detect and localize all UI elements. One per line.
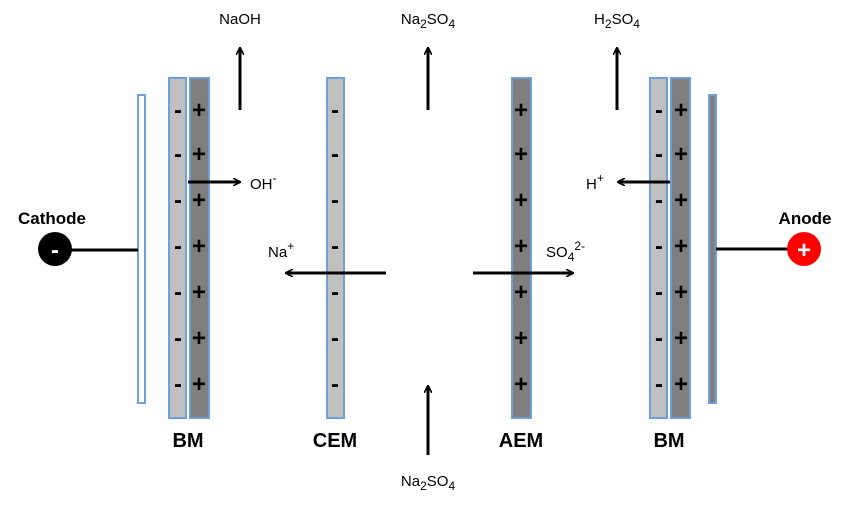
negative-charge: -: [174, 233, 182, 260]
negative-charge: -: [174, 371, 182, 398]
cathode: - Cathode: [18, 209, 138, 266]
negative-charge: -: [331, 325, 339, 352]
bm-left-positive-charges: + + + + + + +: [192, 97, 206, 398]
positive-charge: +: [674, 279, 688, 306]
h-ion-label: H+: [586, 171, 604, 193]
so4-ion-label: SO42-: [546, 239, 585, 264]
negative-charge: -: [331, 371, 339, 398]
negative-charge: -: [655, 325, 663, 352]
cation-exchange-membrane: - - - - - - -: [326, 77, 345, 419]
positive-charge: +: [514, 325, 528, 352]
bipolar-membrane-right: - - - - - - - + + + + + + +: [649, 77, 691, 419]
positive-charge: +: [514, 371, 528, 398]
negative-charge: -: [174, 187, 182, 214]
bm-right-negative-charges: - - - - - - -: [655, 97, 663, 398]
positive-charge: +: [514, 279, 528, 306]
cathode-plate: [137, 94, 146, 404]
positive-charge: +: [674, 371, 688, 398]
cem-label: CEM: [313, 430, 357, 452]
negative-charge: -: [655, 279, 663, 306]
positive-charge: +: [192, 371, 206, 398]
negative-charge: -: [655, 371, 663, 398]
cathode-label: Cathode: [18, 209, 86, 228]
positive-charge: +: [514, 97, 528, 124]
negative-charge: -: [174, 97, 182, 124]
negative-charge: -: [174, 279, 182, 306]
negative-charge: -: [331, 187, 339, 214]
naoh-outlet-label: NaOH: [219, 11, 261, 28]
anode-sign: +: [797, 237, 811, 264]
positive-charge: +: [514, 233, 528, 260]
oh-ion-label: OH-: [250, 171, 277, 193]
bm-right-positive-charges: + + + + + + +: [674, 97, 688, 398]
negative-charge: -: [331, 141, 339, 168]
positive-charge: +: [514, 187, 528, 214]
aem-label: AEM: [499, 430, 543, 452]
negative-charge: -: [331, 279, 339, 306]
negative-charge: -: [331, 97, 339, 124]
cathode-sign: -: [51, 237, 59, 264]
positive-charge: +: [674, 233, 688, 260]
bm-left-label: BM: [172, 430, 203, 452]
aem-positive-charges: + + + + + + +: [514, 97, 528, 398]
cathode-terminal-icon: [38, 232, 72, 266]
bm-right-label: BM: [653, 430, 684, 452]
anode: + Anode: [716, 209, 831, 266]
feed-inlet-label: Na2SO4: [401, 473, 456, 493]
bm-left-negative-charges: - - - - - - -: [174, 97, 182, 398]
positive-charge: +: [674, 325, 688, 352]
na-ion-label: Na+: [268, 239, 294, 261]
bipolar-membrane-left: - - - - - - - + + + + + + +: [168, 77, 210, 419]
anion-exchange-membrane: + + + + + + +: [511, 77, 532, 419]
positive-charge: +: [514, 141, 528, 168]
negative-charge: -: [655, 233, 663, 260]
positive-charge: +: [192, 97, 206, 124]
positive-charge: +: [192, 325, 206, 352]
positive-charge: +: [192, 233, 206, 260]
positive-charge: +: [674, 187, 688, 214]
feed-outlet-label: Na2SO4: [401, 11, 456, 31]
positive-charge: +: [192, 187, 206, 214]
positive-charge: +: [192, 141, 206, 168]
anode-plate: [708, 94, 717, 404]
h2so4-outlet-label: H2SO4: [594, 11, 640, 31]
positive-charge: +: [192, 279, 206, 306]
positive-charge: +: [674, 141, 688, 168]
cem-negative-charges: - - - - - - -: [331, 97, 339, 398]
negative-charge: -: [331, 233, 339, 260]
negative-charge: -: [174, 141, 182, 168]
negative-charge: -: [174, 325, 182, 352]
negative-charge: -: [655, 141, 663, 168]
anode-terminal-icon: [787, 232, 821, 266]
anode-label: Anode: [779, 209, 832, 228]
negative-charge: -: [655, 187, 663, 214]
negative-charge: -: [655, 97, 663, 124]
positive-charge: +: [674, 97, 688, 124]
